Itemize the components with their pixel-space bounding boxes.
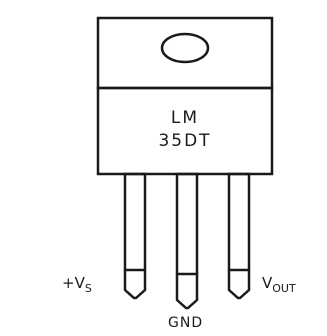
package-tab	[96, 16, 274, 90]
pin-label-vs-main: +V	[62, 274, 85, 292]
mounting-hole-icon	[160, 32, 210, 64]
pin-label-vout-main: V	[262, 274, 273, 292]
pin-label-gnd: GND	[168, 315, 204, 331]
pin-left	[123, 172, 147, 300]
pin-middle	[175, 172, 199, 310]
pin-label-vs: +VS	[62, 274, 92, 295]
pin-label-vs-sub: S	[84, 282, 92, 295]
pin-right	[227, 172, 251, 300]
pin-label-vout-sub: OUT	[272, 282, 296, 295]
pin-label-vout: VOUT	[262, 274, 296, 295]
package-marking-line2: 35DT	[158, 131, 212, 151]
package-marking-line1: LM	[170, 108, 200, 128]
